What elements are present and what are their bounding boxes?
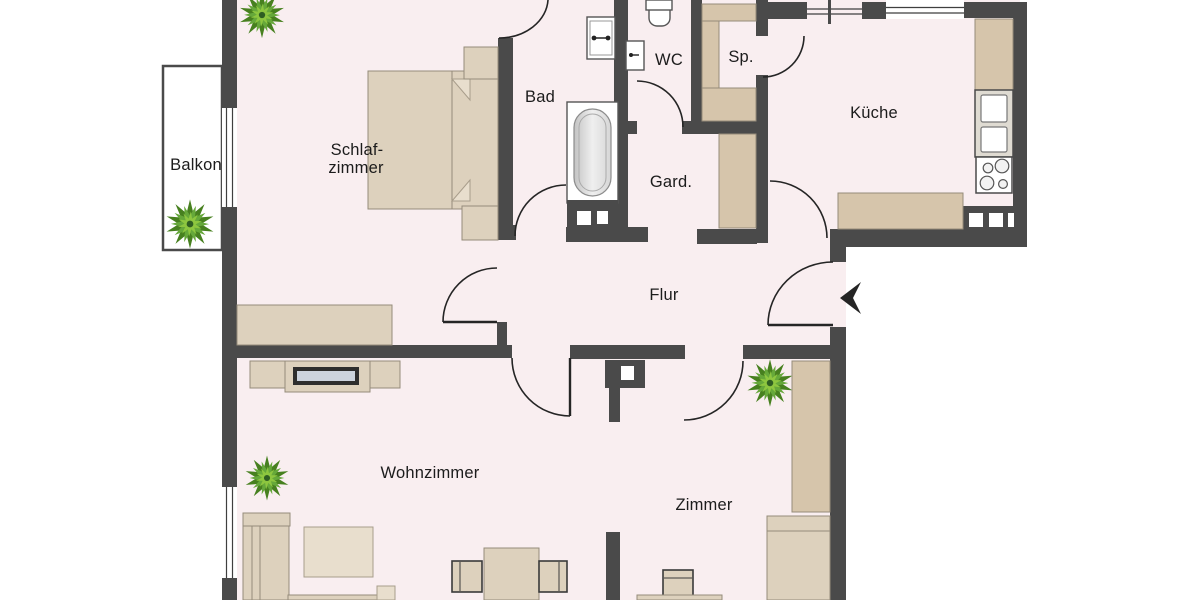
room-gard (718, 133, 757, 229)
living-room-window (222, 487, 237, 578)
small-washbasin (625, 40, 645, 71)
bed-fold (450, 78, 471, 102)
pantry-shelf (701, 87, 757, 122)
wall-segment (230, 345, 512, 358)
door-arc-pantry (762, 35, 805, 78)
wardrobe (791, 360, 831, 513)
room-wohnzimmer (242, 360, 568, 600)
wall-partition (606, 532, 620, 600)
room-kueche (837, 18, 1014, 230)
wall-segment (756, 75, 768, 243)
wall-segment (756, 0, 768, 36)
duct-hole (969, 213, 983, 227)
label-balkon: Balkon (170, 156, 222, 174)
tv-lowboard (249, 360, 401, 393)
wall-segment (768, 2, 807, 19)
dining-chair (451, 560, 483, 593)
kitchen-sink (974, 89, 1014, 158)
windows (222, 0, 964, 578)
double-bed (367, 70, 499, 210)
door-arc-top (498, 0, 549, 39)
room-labels: Balkon Schlaf- zimmer Bad WC Sp. Gard. K… (170, 48, 898, 514)
floor-entrance-gap (830, 262, 846, 327)
window-tick (828, 0, 831, 24)
door-arc-wc (636, 80, 684, 128)
label-wc: WC (655, 51, 683, 69)
wall-segment (570, 345, 685, 359)
bathtub-inner (578, 113, 607, 192)
label-schlafzimmer-1: Schlaf- (331, 141, 384, 159)
bathtub-basin (573, 108, 612, 197)
wall-segment (743, 345, 832, 359)
door-schlafzimmer (442, 267, 498, 324)
wall-segment (682, 121, 760, 134)
sofa (242, 512, 379, 600)
room-schlafzimmer (236, 0, 499, 346)
stove (975, 156, 1013, 194)
wall-segment (1013, 2, 1027, 247)
wall-segment (497, 322, 507, 345)
duct-stub (609, 388, 620, 422)
kitchen-window (886, 0, 964, 19)
entrance-door (767, 261, 861, 327)
wall-segment (628, 121, 637, 134)
cushion (376, 585, 396, 600)
label-zimmer: Zimmer (675, 496, 732, 514)
dining-chair (538, 560, 568, 593)
duct-hole (1008, 213, 1014, 227)
dining-table (483, 547, 540, 600)
label-kueche: Küche (850, 104, 898, 122)
label-gard: Gard. (650, 173, 692, 191)
label-schlafzimmer-2: zimmer (328, 159, 384, 177)
bed-fold (450, 178, 471, 202)
sideboard (236, 304, 393, 346)
toilet-tank (645, 0, 673, 11)
wall-segment (830, 229, 846, 262)
wall-segment (964, 2, 1027, 18)
wall-segment (498, 38, 513, 240)
washbasin (586, 16, 616, 60)
doors (442, 0, 861, 421)
room-bad (566, 16, 619, 228)
wall-segment (691, 0, 702, 133)
door-wohnzimmer (511, 357, 572, 417)
label-sp: Sp. (728, 48, 753, 66)
wardrobe (718, 133, 757, 229)
nightstand (461, 205, 499, 241)
door-arc-zimmer (683, 360, 744, 421)
door-arc-kitchen (769, 180, 828, 239)
desk (636, 594, 723, 600)
wall-segment (697, 229, 757, 244)
wall-segment (862, 2, 886, 19)
wall-segment (498, 225, 516, 240)
duct-hole (621, 366, 634, 380)
wall-segment (566, 227, 648, 242)
room-sp (701, 3, 757, 122)
duct-hole (989, 213, 1003, 227)
kitchen-counter-right (974, 18, 1014, 91)
pantry-shelf (701, 20, 720, 89)
label-bad: Bad (525, 88, 555, 106)
duct-block-kueche (963, 206, 1027, 247)
room-wc (625, 0, 673, 71)
kitchen-counter-bottom (837, 192, 964, 230)
bed (766, 515, 831, 600)
nightstand (463, 46, 499, 80)
label-flur: Flur (649, 286, 679, 304)
pantry-shelf (701, 3, 757, 22)
entrance-arrow-icon (840, 282, 861, 314)
thin-window-strip (807, 0, 862, 24)
coffee-table (303, 526, 374, 578)
room-zimmer (636, 359, 831, 600)
duct-block-flur (605, 360, 645, 422)
label-wohnzimmer: Wohnzimmer (381, 464, 480, 482)
washer-unit (567, 200, 618, 228)
balcony-door-window (222, 108, 237, 207)
door-arc-bath (514, 184, 567, 237)
wall-segment (830, 327, 846, 600)
